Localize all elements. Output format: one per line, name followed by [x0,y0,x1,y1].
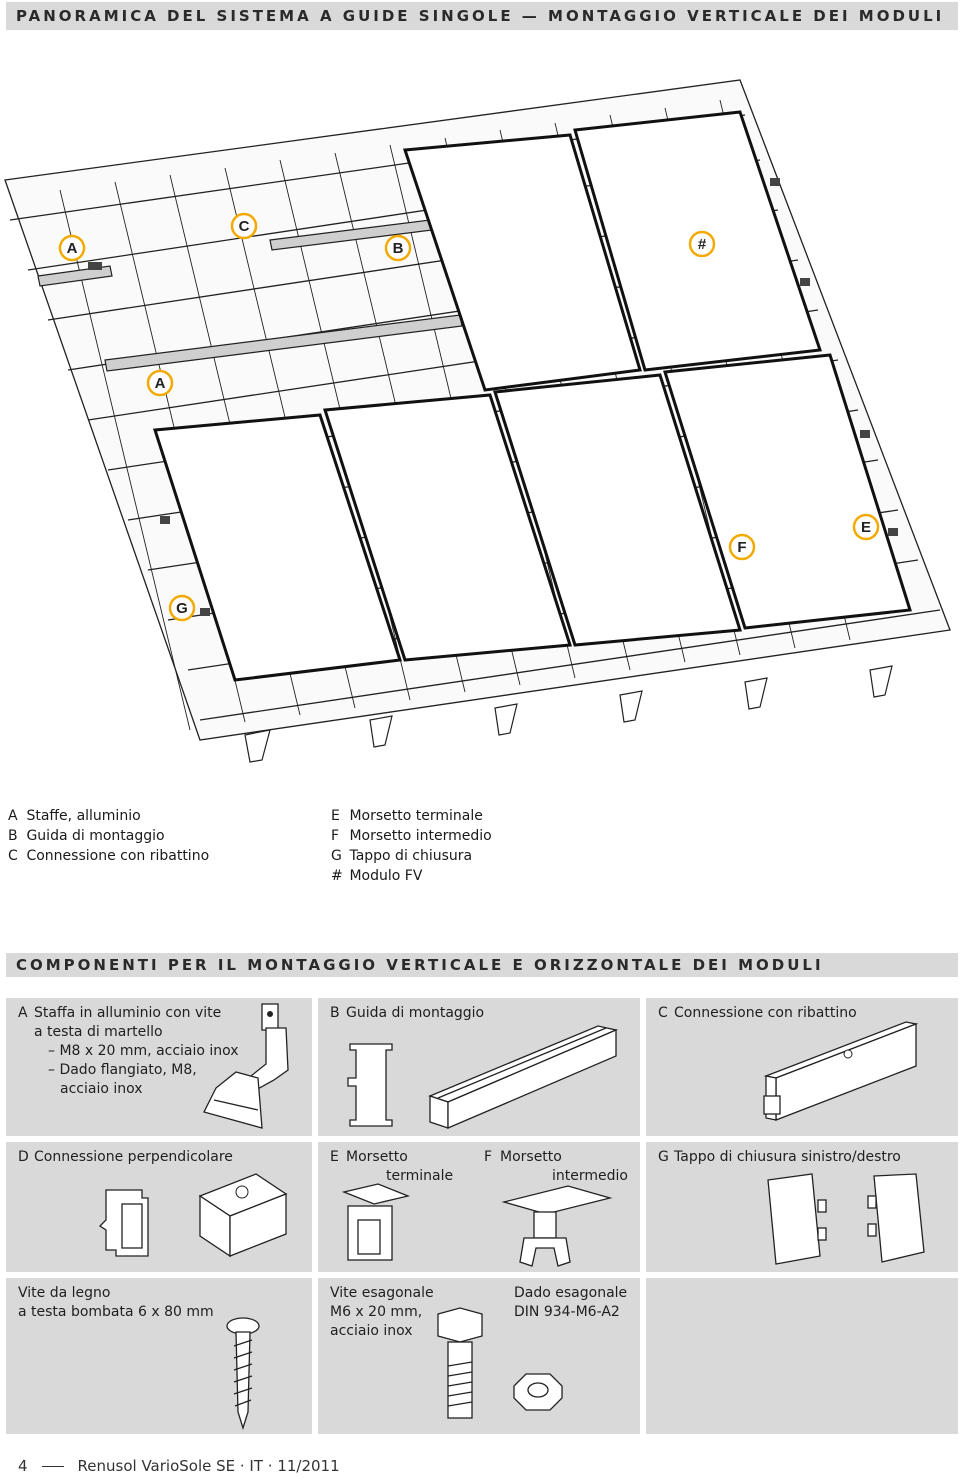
callout-f: F [728,533,756,561]
wood-screw-icon [226,1317,260,1431]
callout-g: G [168,594,196,622]
middle-clamp-icon [501,1185,613,1267]
svg-text:A: A [67,240,78,257]
wood-screw-label: Vite da legno a testa bombata 6 x 80 mm [18,1285,214,1320]
perpendicular-connector-icon [98,1173,288,1258]
rivet-connector-icon [763,1021,919,1121]
legend-item-c: C Connessione con ribattino [8,848,210,864]
page-number: 4 [18,1457,28,1475]
callout-a-bottom: A [146,369,174,397]
roof-installation-diagram: A C B # A F E G [4,79,951,763]
hex-screw-icon [437,1307,483,1419]
callout-c: C [230,212,258,240]
svg-text:C: C [239,218,250,235]
page-footer: 4 Renusol VarioSole SE · IT · 11/2011 [18,1457,340,1475]
svg-text:F: F [737,539,746,556]
svg-text:A: A [155,375,166,392]
svg-text:B: B [393,240,404,257]
rail-icon [347,1025,619,1129]
legend-item-b: B Guida di montaggio [8,828,165,844]
bracket-icon [203,1003,289,1129]
hex-nut-icon [513,1373,563,1411]
legend-item-module: # Modulo FV [331,868,423,884]
svg-text:#: # [698,236,707,253]
legend-right: E Morsetto terminale F Morsetto intermed… [331,806,492,886]
page-title: PANORAMICA DEL SISTEMA A GUIDE SINGOLE —… [6,2,958,30]
components-section-title: COMPONENTI PER IL MONTAGGIO VERTICALE E … [6,953,958,977]
legend-left: A Staffe, alluminio B Guida di montaggio… [8,806,209,866]
svg-text:E: E [861,519,871,536]
doc-reference: Renusol VarioSole SE · IT · 11/2011 [77,1457,340,1475]
callout-module: # [688,230,716,258]
callout-b: B [384,234,412,262]
footer-separator [41,1466,64,1467]
hex-nut-label: Dado esagonale DIN 934-M6-A2 [514,1285,628,1320]
legend-item-g: G Tappo di chiusura [331,848,473,864]
end-cap-icon [767,1173,925,1265]
hex-screw-label: Vite esagonale M6 x 20 mm, acciaio inox [330,1285,434,1339]
end-clamp-icon [341,1183,411,1261]
component-wood-screw: Vite da legno a testa bombata 6 x 80 mm [6,1278,312,1434]
legend-item-f: F Morsetto intermedio [331,828,492,844]
component-hex-screw-nut: Vite esagonale M6 x 20 mm, acciaio inox … [318,1278,640,1434]
svg-text:G: G [176,600,188,617]
callout-a-top: A [58,234,86,262]
callout-e: E [852,513,880,541]
component-empty [646,1278,958,1434]
legend-item-e: E Morsetto terminale [331,808,483,824]
legend-item-a: A Staffe, alluminio [8,808,141,824]
